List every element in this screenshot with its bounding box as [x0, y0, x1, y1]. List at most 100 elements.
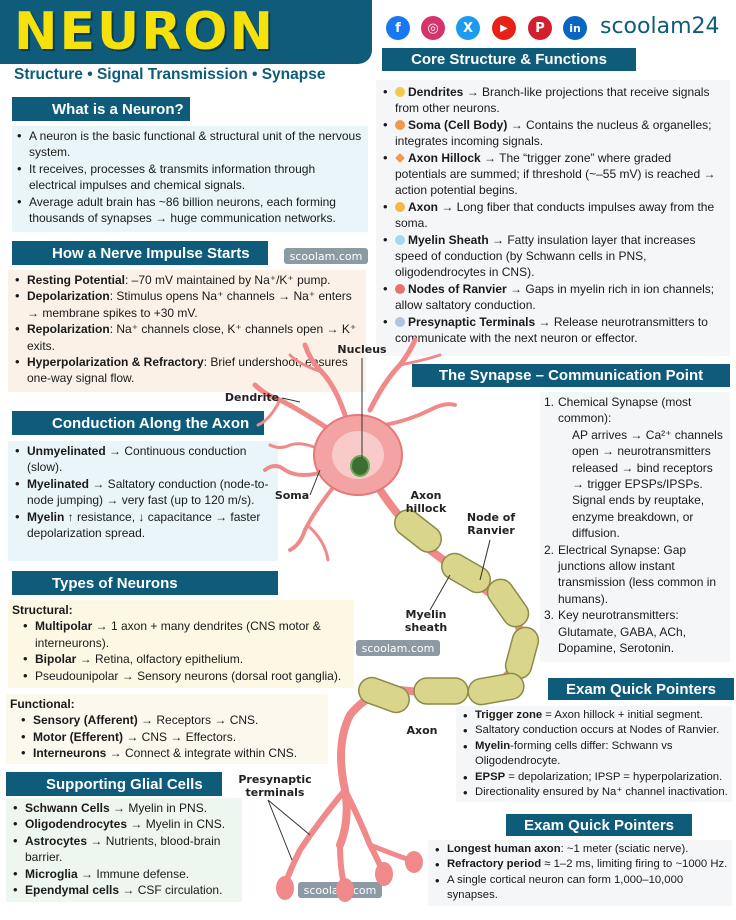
myelin-segment — [467, 672, 525, 706]
linkedin-icon[interactable]: in — [563, 16, 587, 40]
terminal-branch — [282, 787, 348, 888]
types-functional-panel: Functional: Sensory (Afferent) → Recepto… — [6, 694, 328, 764]
myelin-segment — [413, 677, 469, 705]
leader-line — [281, 397, 301, 403]
types-item: Interneurons → Connect & integrate withi… — [18, 745, 324, 762]
dendrite-branch — [268, 442, 332, 457]
x-icon[interactable]: X — [456, 16, 480, 40]
types-heading: Types of Neurons — [12, 571, 278, 595]
glial-item: Astrocytes → Nutrients, blood-brain barr… — [10, 833, 238, 866]
what-panel: A neuron is the basic functional & struc… — [12, 126, 368, 232]
myelin-icon — [395, 234, 405, 245]
exam1-item: Trigger zone = Axon hillock + initial se… — [460, 708, 728, 724]
synapse-subitem: AP arrives → Ca²⁺ channels open → neurot… — [572, 427, 723, 492]
watermark-label: scoolam.com — [284, 248, 368, 264]
label-nucleus: Nucleus — [337, 343, 387, 356]
label-axon: Axon — [406, 724, 438, 737]
exam1-item: Directionality ensured by Na⁺ channel in… — [460, 785, 728, 801]
soma-shape — [313, 414, 403, 496]
exam1-item: Saltatory conduction occurs at Nodes of … — [460, 723, 728, 739]
watermark-label: scoolam.com — [356, 640, 440, 656]
conduction-item: Myelin ↑ resistance, ↓ capacitance → fas… — [12, 509, 274, 542]
page-title: NEURON — [14, 2, 276, 62]
glial-item: Microglia → Immune defense. — [10, 866, 238, 883]
dendrite-branch — [383, 402, 457, 427]
brand-handle[interactable]: scoolam24 — [600, 14, 720, 39]
dendrite-branch — [305, 523, 330, 562]
glial-panel: Schwann Cells → Myelin in PNS. Oligodend… — [6, 798, 242, 902]
core-item: Soma (Cell Body) → Contains the nucleus … — [380, 117, 724, 150]
glial-heading: Supporting Glial Cells — [6, 772, 222, 796]
myelin-segment — [358, 676, 410, 714]
impulse-item: Repolarization: Na⁺ channels close, K⁺ c… — [12, 321, 360, 354]
types-structural-panel: Structural: Multipolar → 1 axon + many d… — [8, 600, 354, 688]
impulse-item: Resting Potential: –70 mV maintained by … — [12, 272, 360, 289]
core-item: Nodes of Ranvier → Gaps in myelin rich i… — [380, 281, 724, 314]
core-item: Presynaptic Terminals → Release neurotra… — [380, 314, 724, 347]
instagram-icon[interactable]: ◎ — [421, 16, 445, 40]
synapse-panel: 1.Chemical Synapse (most common): AP arr… — [540, 392, 730, 662]
core-item: Axon → Long fiber that conducts impulses… — [380, 199, 724, 232]
exam2-item: Refractory period ≈ 1–2 ms, limiting fir… — [432, 857, 728, 873]
label-myelin-sheath: Myelin sheath — [404, 608, 448, 634]
conduction-item: Myelinated → Saltatory conduction (node-… — [12, 476, 274, 509]
pinterest-icon[interactable]: P — [528, 16, 552, 40]
types-item: Bipolar → Retina, olfactory epithelium. — [20, 651, 350, 668]
terminal-icon — [395, 316, 405, 327]
exam1-item: EPSP = depolarization; IPSP = hyperpolar… — [460, 770, 728, 786]
synapse-item: 1.Chemical Synapse (most common): — [544, 395, 692, 426]
synapse-item: 2.Electrical Synapse: Gap junctions allo… — [544, 542, 717, 606]
exam1-item: Myelin-forming cells differ: Schwann vs … — [460, 739, 728, 770]
label-soma: Soma — [274, 489, 310, 502]
conduction-heading: Conduction Along the Axon — [12, 411, 264, 435]
exam2-heading: Exam Quick Pointers — [506, 814, 692, 836]
leader-line — [429, 574, 451, 611]
core-item: Axon Hillock → The “trigger zone” where … — [380, 150, 724, 199]
impulse-panel: Resting Potential: –70 mV maintained by … — [8, 270, 366, 392]
nucleus-shape — [350, 455, 370, 477]
what-heading: What is a Neuron? — [12, 97, 190, 121]
title-banner — [0, 0, 372, 64]
impulse-item: Hyperpolarization & Refractory: Brief un… — [12, 354, 360, 387]
soma-icon — [395, 119, 405, 130]
label-dendrite: Dendrite — [224, 391, 280, 404]
soma-inner — [332, 431, 384, 479]
types-item: Sensory (Afferent) → Receptors → CNS. — [18, 712, 324, 729]
hillock-icon — [395, 152, 405, 163]
functional-label: Functional: — [10, 697, 75, 711]
exam2-panel: Longest human axon: ~1 meter (sciatic ne… — [428, 840, 732, 906]
what-item: A neuron is the basic functional & struc… — [14, 128, 362, 161]
label-presynaptic-terminals: Presynaptic terminals — [238, 773, 312, 799]
impulse-heading: How a Nerve Impulse Starts — [12, 241, 268, 265]
page-subtitle: Structure • Signal Transmission • Synaps… — [14, 66, 326, 83]
leader-line — [267, 799, 311, 836]
core-heading: Core Structure & Functions — [382, 48, 636, 71]
myelin-segment — [504, 626, 540, 680]
conduction-panel: Unmyelinated → Continuous conduction (sl… — [8, 441, 278, 561]
label-axon-hillock: Axon hillock — [405, 489, 447, 515]
core-item: Myelin Sheath → Fatty insulation layer t… — [380, 232, 724, 281]
synapse-item: 3.Key neurotransmitters: Glutamate, GABA… — [544, 608, 687, 656]
types-item: Multipolar → 1 axon + many dendrites (CN… — [20, 618, 350, 651]
impulse-item: Depolarization: Stimulus opens Na⁺ chann… — [12, 288, 360, 321]
terminal-branch — [342, 787, 385, 873]
synapse-heading: The Synapse – Communication Point — [412, 364, 730, 387]
exam1-heading: Exam Quick Pointers — [548, 678, 734, 700]
what-item: It receives, processes & transmits infor… — [14, 161, 362, 194]
label-node-of-ranvier: Node of Ranvier — [466, 511, 516, 537]
myelin-segment — [440, 552, 492, 594]
types-item: Motor (Efferent) → CNS → Effectors. — [18, 729, 324, 746]
synaptic-knob — [276, 876, 294, 900]
exam1-panel: Trigger zone = Axon hillock + initial se… — [456, 706, 732, 802]
facebook-icon[interactable]: f — [386, 16, 410, 40]
myelin-segment — [486, 578, 530, 628]
conduction-item: Unmyelinated → Continuous conduction (sl… — [12, 443, 274, 476]
youtube-icon[interactable]: ▶ — [492, 16, 516, 40]
structural-label: Structural: — [12, 603, 73, 617]
watermark-label: scoolam.com — [298, 882, 382, 898]
leader-line — [479, 539, 491, 581]
what-item: Average adult brain has ~86 billion neur… — [14, 194, 362, 227]
dendrite-icon — [395, 87, 405, 97]
exam2-item: A single cortical neuron can form 1,000–… — [432, 873, 728, 904]
synaptic-knob — [405, 851, 423, 873]
